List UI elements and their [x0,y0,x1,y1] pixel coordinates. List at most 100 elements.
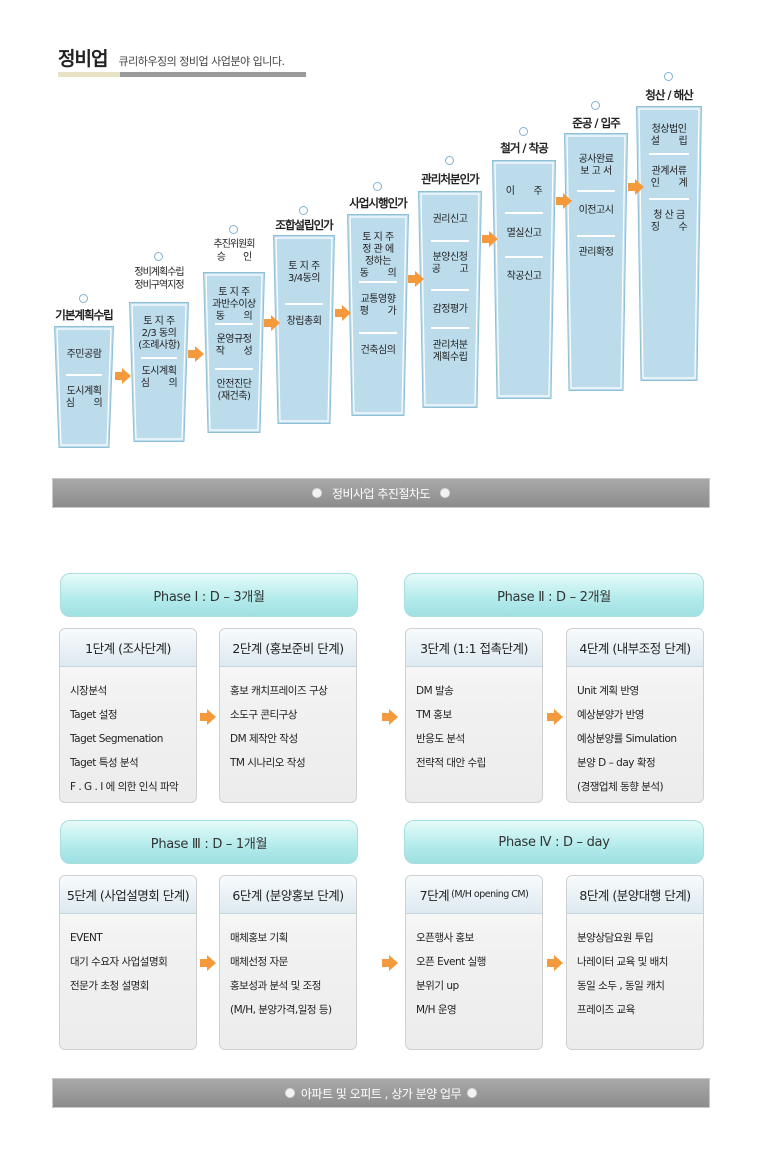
bullet-dot-icon [440,488,451,498]
step-marker-circle-icon [154,252,163,261]
phase-2-banner: Phase Ⅱ : D – 2개월 [404,573,704,617]
step-divider [504,212,544,214]
stage-item: 예상분양가 반영 [577,709,644,721]
stage-item: 분양 D – day 확정 [577,757,656,769]
step-marker-circle-icon [299,206,308,215]
step-divider [141,357,177,359]
page-header: 정비업 큐리하우징의 정비업 사업분야 입니다. [58,44,308,71]
stage-item: 소도구 콘티구상 [230,709,297,721]
bullet-dot-icon [311,488,322,498]
arrow-right-icon [200,955,216,971]
step-divider [359,332,397,334]
arrow-right-icon [556,193,572,209]
process-caption: 정비사업 추진절차도 [331,486,431,501]
stage-title: 1단계 (조사단계) [60,629,196,667]
arrow-right-icon [382,955,398,971]
stage-item: 반응도 분석 [416,733,465,745]
step-box [492,160,556,399]
arrow-right-icon [115,368,131,384]
step-item: 착공신고 [506,271,542,282]
stage-item: 홍보 캐치프레이즈 구상 [230,685,328,697]
step-divider [359,281,397,283]
phase-4-banner: Phase Ⅳ : D – day [404,820,704,864]
stage-item: (M/H, 분양가격,일정 등) [230,1004,332,1016]
sales-caption-bar: 아파트 및 오피트 , 상가 분양 업무 [52,1078,710,1108]
step-divider [649,198,689,200]
stage-title: 2단계 (홍보준비 단계) [220,629,356,667]
arrow-right-icon [382,709,398,725]
step-marker-circle-icon [229,225,238,234]
step-box [54,326,114,448]
step-marker-circle-icon [373,182,382,191]
stage-item: 프레이즈 교육 [577,1004,635,1016]
step-divider [215,323,253,325]
step-box [347,214,409,416]
step-title: 사업시행인가 [349,196,407,210]
step-item: 멸실신고 [506,228,542,239]
stage-item: 동일 소두 , 동일 캐치 [577,980,665,992]
stage-item: M/H 운영 [416,1004,457,1016]
step-marker-circle-icon [445,156,454,165]
step-divider [66,374,102,376]
step-marker-circle-icon [664,72,673,81]
step-marker-circle-icon [591,101,600,110]
arrow-right-icon [335,305,351,321]
step-divider [430,289,470,291]
arrow-right-icon [628,179,644,195]
step-box [273,235,335,424]
page-title: 정비업 [58,48,108,70]
arrow-right-icon [264,315,280,331]
step-box [564,133,628,391]
arrow-right-icon [547,955,563,971]
step-divider [215,368,253,370]
step-item: 이전고시 [578,205,614,216]
step-divider [576,235,616,237]
stage-item: 분위기 up [416,980,459,992]
step-item: 주민공람 [66,349,102,360]
stage-item: 매체선정 자문 [230,956,288,968]
stage-item: TM 시나리오 작성 [230,757,306,769]
step-divider [504,256,544,258]
stage-item: 매체홍보 기획 [230,932,288,944]
step-title: 청산 / 해산 [645,88,694,102]
step-item: 관리확정 [578,247,614,258]
page-subtitle: 큐리하우징의 정비업 사업분야 입니다. [118,55,285,68]
stage-item: Taget 설정 [70,709,118,721]
process-caption-bar: 정비사업 추진절차도 [52,478,710,508]
stage-title: 3단계 (1:1 접촉단계) [406,629,542,667]
step-title: 조합설립인가 [275,218,333,232]
header-divider [58,72,306,77]
stage-item: TM 홍보 [416,709,452,721]
stage-title: 7단계(M/H opening CM) [406,876,542,914]
stage-item: Taget Segmenation [70,733,163,745]
stage-item: 시장분석 [70,685,107,697]
step-title: 기본계획수립 [55,308,113,322]
step-box [203,272,265,433]
stage-item: 전략적 대안 수립 [416,757,486,769]
arrow-right-icon [482,231,498,247]
arrow-right-icon [188,346,204,362]
step-title: 철거 / 착공 [500,141,549,155]
stage-item: 예상분양률 Simulation [577,733,677,745]
stage-item: Unit 계획 반영 [577,685,639,697]
